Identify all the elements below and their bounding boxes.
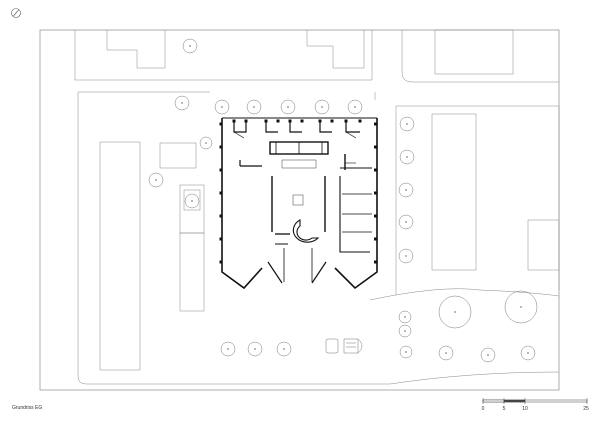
column: [358, 119, 362, 123]
column: [374, 191, 377, 195]
tree-trunk: [189, 45, 191, 47]
tree-icon: [276, 341, 292, 357]
tree-trunk: [321, 106, 323, 108]
tree-trunk: [205, 142, 207, 144]
tree-icon: [480, 347, 496, 363]
tree-icon: [314, 99, 330, 115]
column: [219, 122, 223, 126]
tree-trunk: [520, 306, 522, 308]
tree-trunk: [287, 106, 289, 108]
plan-caption: Grundriss EG: [12, 405, 43, 411]
tree-trunk: [405, 189, 407, 191]
tree-icon: [399, 149, 415, 165]
tree-trunk: [405, 221, 407, 223]
scale-tick-label: 25: [583, 406, 589, 412]
tree-trunk: [227, 348, 229, 350]
column: [219, 191, 223, 195]
tree-trunk: [254, 348, 256, 350]
tree-icon: [280, 99, 296, 115]
tree-trunk: [406, 156, 408, 158]
tree-trunk: [155, 179, 157, 181]
tree-trunk: [191, 200, 193, 202]
road-edges: [74, 30, 560, 385]
tree-trunk: [406, 123, 408, 125]
tree-trunk: [354, 106, 356, 108]
tree-icon: [182, 38, 198, 54]
column: [374, 214, 377, 218]
column: [374, 237, 377, 241]
tree-icon: [347, 99, 363, 115]
tree-trunk: [181, 102, 183, 104]
scale-tick-label: 10: [522, 406, 528, 412]
tree-icon: [148, 172, 164, 188]
column: [374, 168, 377, 172]
tree-icon: [398, 310, 412, 324]
tree-icon: [247, 341, 263, 357]
tree-icon: [504, 290, 538, 324]
tree-trunk: [527, 352, 529, 354]
main-building: [221, 117, 378, 290]
outdoor-furniture: [325, 338, 363, 354]
column: [330, 119, 334, 123]
tree-trunk: [454, 311, 456, 313]
column: [374, 145, 377, 149]
tree-trunk: [283, 348, 285, 350]
tree-icon: [520, 345, 536, 361]
scale-tick-label: 5: [502, 406, 506, 412]
tree-icon: [398, 248, 414, 264]
tree-icon: [398, 182, 414, 198]
column: [264, 119, 268, 123]
tree-icon: [246, 99, 262, 115]
neighbour-buildings: [99, 29, 560, 371]
column: [244, 119, 248, 123]
tree-icon: [174, 95, 190, 111]
column: [344, 119, 348, 123]
site-boundary: [39, 29, 560, 391]
tree-icon: [199, 136, 213, 150]
tree-icon: [398, 214, 414, 230]
column: [300, 119, 304, 123]
scale-bar: [482, 398, 588, 404]
column: [276, 119, 280, 123]
column: [374, 122, 377, 126]
tree-trunk: [253, 106, 255, 108]
tree-trunk: [445, 352, 447, 354]
column: [288, 119, 292, 123]
tree-icon: [214, 99, 230, 115]
column: [219, 214, 223, 218]
scale-tick-label: 0: [481, 406, 485, 412]
column: [232, 119, 236, 123]
tree-trunk: [404, 316, 406, 318]
tree-icon: [220, 341, 236, 357]
trees: [148, 38, 538, 363]
tree-trunk: [404, 330, 406, 332]
tree-trunk: [221, 106, 223, 108]
column: [219, 237, 223, 241]
north-arrow-icon: [11, 8, 21, 18]
tree-icon: [399, 116, 415, 132]
tree-icon: [184, 193, 200, 209]
tree-icon: [399, 345, 413, 359]
column: [219, 168, 223, 172]
tree-icon: [438, 345, 454, 361]
tree-trunk: [405, 255, 407, 257]
facade-columns: [219, 119, 377, 264]
tree-icon: [398, 324, 412, 338]
tree-icon: [438, 295, 472, 329]
column: [219, 260, 223, 264]
column: [219, 145, 223, 149]
tree-trunk: [487, 354, 489, 356]
column: [374, 260, 377, 264]
tree-trunk: [405, 351, 407, 353]
column: [318, 119, 322, 123]
